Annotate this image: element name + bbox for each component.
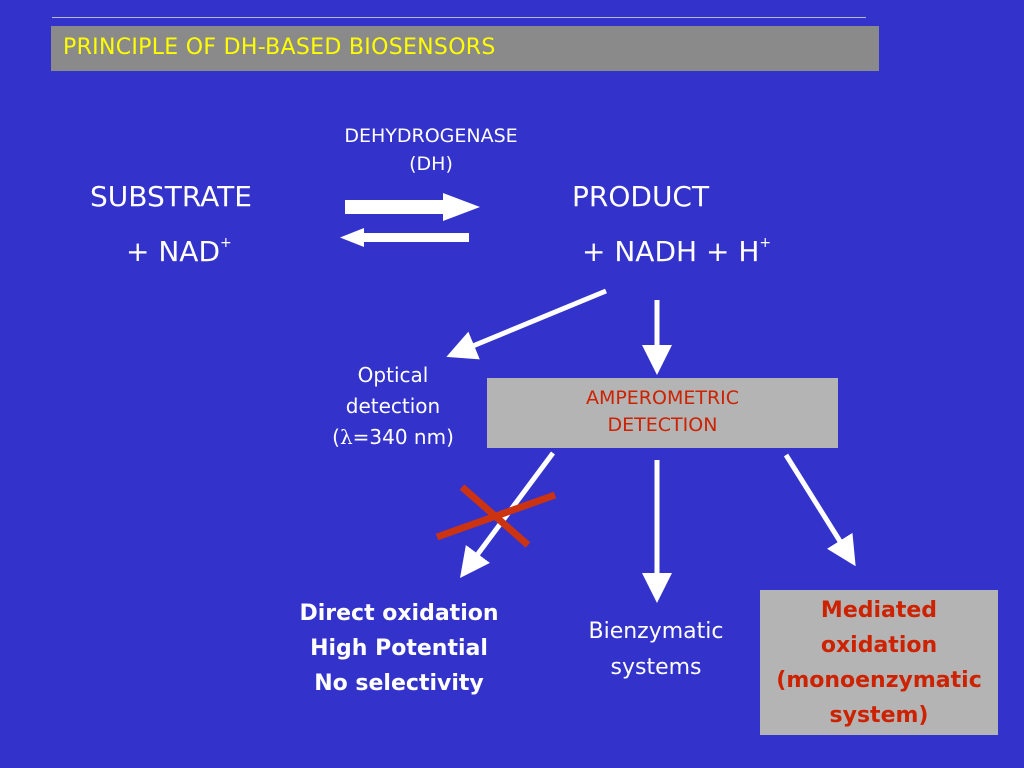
nadh-text: + NADH + H [582, 235, 760, 268]
product-label: PRODUCT [572, 180, 710, 213]
enzyme-label: DEHYDROGENASE (DH) [300, 122, 562, 178]
nad-text: + NAD [126, 235, 221, 268]
mediated-line2: oxidation [820, 633, 938, 658]
nad-charge: + [220, 235, 232, 251]
title-bar: PRINCIPLE OF DH-BASED BIOSENSORS [51, 26, 879, 71]
mediated-line1: Mediated [820, 598, 938, 623]
enzyme-abbrev: (DH) [409, 153, 453, 175]
substrate-label: SUBSTRATE [90, 180, 252, 213]
lambda-symbol: λ [339, 425, 353, 449]
top-divider-line [52, 17, 866, 18]
enzyme-name: DEHYDROGENASE [344, 125, 518, 147]
page-title: PRINCIPLE OF DH-BASED BIOSENSORS [63, 35, 496, 60]
wavelength-value: =340 nm) [352, 425, 454, 449]
bienzymatic-line2: systems [610, 655, 702, 680]
nadh-label: + NADH + H+ [582, 235, 771, 268]
optical-paren: ( [332, 425, 340, 449]
arrow-to-mediated [783, 453, 856, 567]
amperometric-line1: AMPEROMETRIC [585, 387, 740, 409]
forward-reaction-arrow [345, 193, 480, 221]
direct-oxidation-label: Direct oxidation High Potential No selec… [276, 596, 522, 701]
bienzymatic-line1: Bienzymatic [588, 619, 724, 644]
optical-line2: detection [345, 394, 441, 418]
amperometric-line2: DETECTION [607, 414, 718, 436]
mediated-line3: (monoenzymatic [776, 668, 982, 693]
rejection-cross-icon [435, 484, 557, 548]
optical-detection-label: Optical detection (λ=340 nm) [318, 360, 468, 453]
optical-line3: (λ=340 nm) [318, 422, 468, 453]
arrow-to-optical [446, 288, 607, 360]
reverse-reaction-arrow [340, 228, 469, 247]
direct-line1: Direct oxidation [299, 601, 499, 626]
direct-line3: No selectivity [314, 671, 484, 696]
mediated-line4: system) [829, 703, 929, 728]
optical-line1: Optical [357, 363, 429, 387]
amperometric-detection-box: AMPEROMETRIC DETECTION [487, 378, 838, 448]
direct-line2: High Potential [310, 636, 488, 661]
nad-label: + NAD+ [126, 235, 232, 268]
bienzymatic-label: Bienzymatic systems [560, 614, 752, 686]
mediated-oxidation-box: Mediated oxidation (monoenzymatic system… [760, 590, 998, 735]
proton-charge: + [759, 235, 772, 251]
